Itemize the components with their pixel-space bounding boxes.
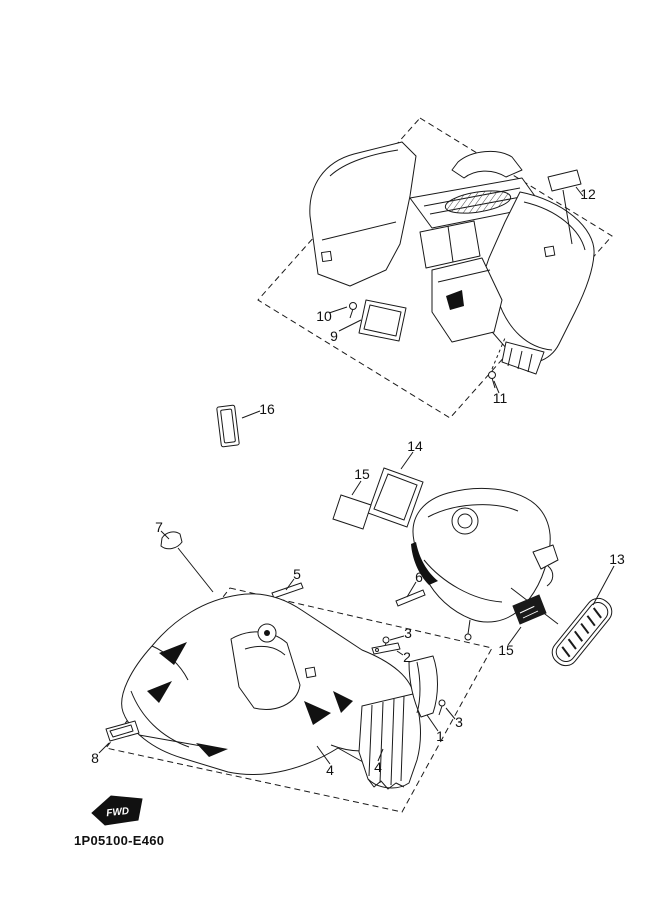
sticker-15-upper: [332, 494, 372, 530]
rear-center-panel: [431, 257, 503, 343]
fwd-arrow-icon: FWD: [91, 795, 143, 826]
leader-lines: [98, 186, 615, 765]
screw-10: [349, 302, 357, 319]
emblem-13: [551, 597, 613, 667]
bolt-11: [488, 337, 506, 389]
callout-15-top: 15: [354, 466, 370, 482]
callout-16: 16: [259, 401, 275, 417]
callout-14: 14: [407, 438, 423, 454]
callout-4-right: 4: [374, 759, 382, 775]
callout-15-tank: 15: [498, 642, 514, 658]
rear-fender-assembly: [309, 141, 595, 389]
emblem-mark-icon: [304, 666, 317, 679]
callout-3-top: 3: [404, 625, 412, 641]
callout-6: 6: [415, 569, 423, 585]
callout-1: 1: [436, 728, 444, 744]
callout-11: 11: [492, 390, 508, 406]
sticker-12: [547, 169, 582, 245]
trim-strip-5: [271, 582, 304, 599]
callout-10: 10: [316, 308, 332, 324]
rear-fender-right-panel: [475, 191, 595, 375]
fwd-label: FWD: [106, 806, 130, 819]
sticker-8: [105, 720, 140, 742]
diagram-code: 1P05100-E460: [74, 833, 165, 848]
emblem-15-tank: [512, 594, 547, 625]
callout-8: 8: [91, 750, 99, 766]
callout-3-bottom: 3: [455, 714, 463, 730]
fuel-cap-icon: [451, 507, 479, 535]
screw-3-lower: [438, 699, 446, 716]
callout-5: 5: [293, 566, 301, 582]
side-panel-1: [408, 655, 438, 718]
emblem-mark-icon: [543, 245, 556, 258]
bracket-2: [371, 642, 401, 655]
sticker-9: [358, 299, 407, 342]
fuel-tank: [411, 487, 559, 641]
trim-strip-6: [395, 589, 426, 607]
mudflap: [358, 693, 421, 790]
callout-7: 7: [155, 519, 163, 535]
callout-13: 13: [609, 551, 625, 567]
dashed-boundary-rear: [257, 117, 613, 419]
sticker-14: [367, 467, 424, 528]
callout-4-left: 4: [326, 762, 334, 778]
front-fender-assembly: [105, 593, 446, 790]
callout-9: 9: [330, 328, 338, 344]
dashed-boundary-front: [105, 587, 493, 813]
emblem-mark-icon: [320, 250, 333, 263]
rear-fender-left-panel: [309, 141, 417, 287]
label-16: [216, 404, 240, 448]
callout-2: 2: [403, 649, 411, 665]
callout-12: 12: [580, 186, 596, 202]
